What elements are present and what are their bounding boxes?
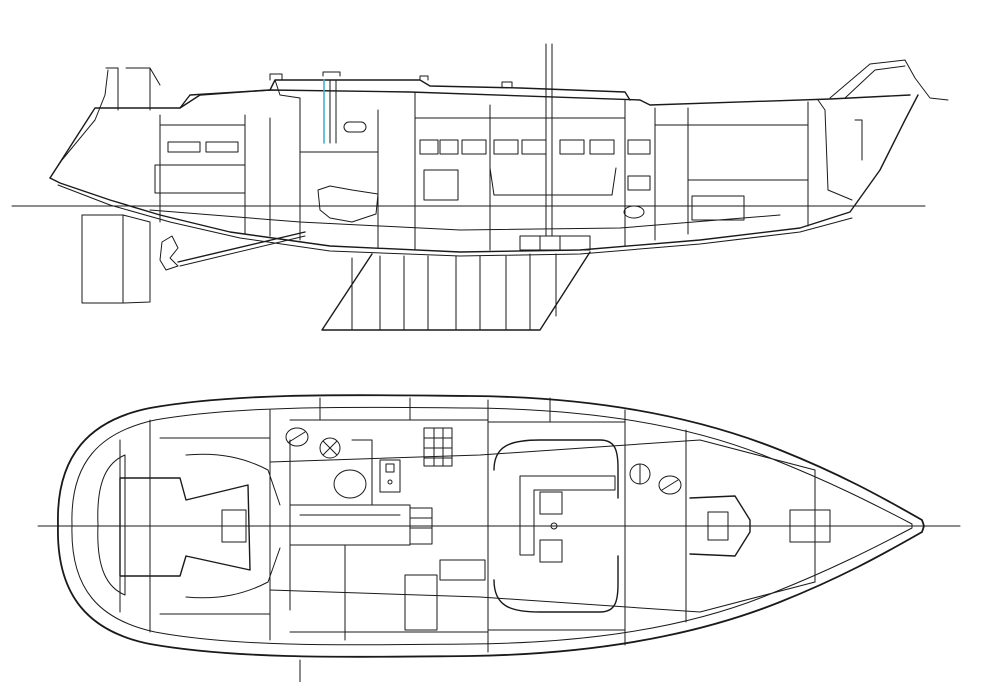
galley-sink-basin [385,463,395,473]
fwd-hatch-2-bar [661,479,679,491]
anchor-well [854,119,863,161]
fwd-window [627,139,651,155]
keel [321,251,591,331]
chart-table [289,504,411,546]
forepeak-bunk [817,99,853,201]
porthole [343,121,367,133]
saloon-window-5 [521,139,547,155]
prop-shaft [177,231,306,263]
saloon-settee-starboard [493,439,619,499]
saloon-window-7 [589,139,615,155]
hatch-round-1 [285,427,309,447]
accommodation-plan-view [37,394,961,682]
plan-hull-outline [57,394,925,658]
sheet-track-top [269,439,816,471]
propeller [159,235,179,271]
aft-window-1 [167,141,201,153]
fwd-hatch-2 [658,475,682,495]
sheer-line [49,89,911,179]
cockpit-hatch [221,509,247,543]
saloon-settee [489,167,617,196]
saloon-settee-port [493,555,619,613]
sheet-track-bottom [269,581,816,613]
companionway-steps [409,507,433,545]
transom [49,69,109,179]
galley-stove [423,169,459,201]
saloon-table-leaf-2 [539,539,563,563]
heads-compartment [351,439,373,506]
rudder-skeg [81,214,124,304]
rudder [122,214,151,304]
cockpit [119,477,251,577]
winch-base-x [322,440,338,456]
galley-sink [379,459,401,493]
chain-locker [789,509,831,543]
stern-pulpit [105,67,161,111]
profile-view [11,43,949,331]
saloon-window-1 [419,139,439,155]
vent-1 [419,75,429,81]
saloon-table-leaf-1 [539,491,563,515]
prop-shaft-2 [179,235,306,267]
galley-sink-drain [387,479,393,485]
port-cabin-locker-1 [404,574,438,631]
vee-berth-hatch [707,511,729,541]
aft-cabin-bunk [154,164,246,194]
port-cabin-locker-2 [439,559,486,581]
heads-basin [623,205,645,219]
bow-pulpit-rail [844,65,906,99]
hull-bottom [49,94,919,253]
galley-stove-top [423,427,453,467]
cockpit-winch [269,73,283,81]
coachroof [179,79,631,109]
hatch-round-1-bar [288,431,306,443]
saloon-window-2 [439,139,459,155]
bow-pulpit [829,59,949,101]
fwd-locker [691,195,745,221]
winch-base [319,437,341,459]
cockpit-seat-top [185,453,281,506]
saloon-window-3 [461,139,487,155]
saloon-window-6 [559,139,585,155]
saloon-window-4 [493,139,519,155]
heads-toilet [333,469,367,499]
dodger [274,79,301,131]
plan-transom-curve [97,454,126,596]
saloon-table-post [550,522,558,530]
heads-unit [627,175,651,191]
cockpit-seat-bottom [185,547,281,599]
bilge-tank [519,235,591,251]
engine-block [317,185,379,223]
saloon-table-surround [519,475,616,556]
plan-hull-inner [71,406,913,646]
vee-berth [689,495,751,557]
hull-bottom-inner [57,184,853,257]
cabin-sole [149,209,781,231]
vent-2 [501,81,513,89]
aft-window-2 [205,141,239,153]
deck-vent [322,71,341,77]
